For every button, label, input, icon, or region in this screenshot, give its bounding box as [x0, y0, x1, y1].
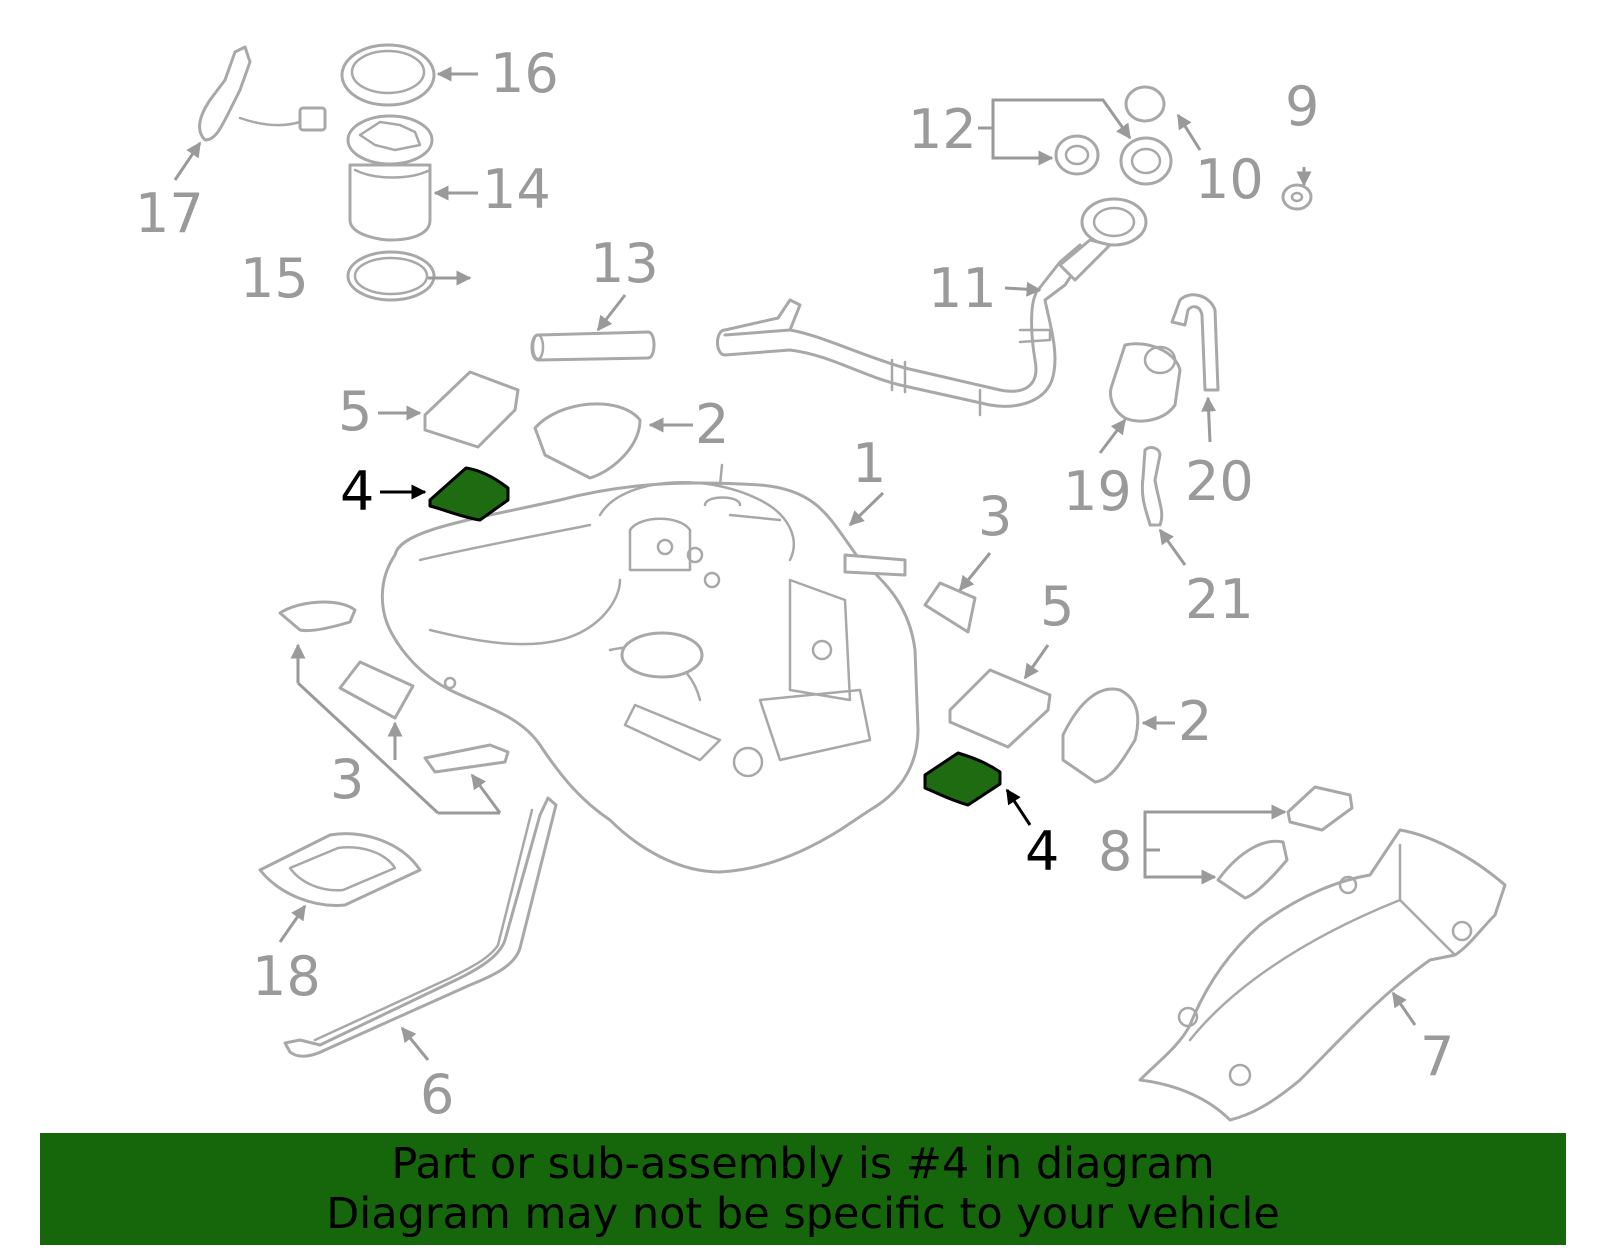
callout-15: 15: [240, 247, 309, 310]
callout-21: 21: [1185, 568, 1254, 631]
insulator-part-8-lower[interactable]: [1216, 839, 1289, 900]
callout-16: 16: [490, 42, 559, 105]
grommet-part-9-hole: [1290, 191, 1304, 203]
seal-part-12-a[interactable]: [1054, 134, 1100, 176]
callout-4-right: 4: [1025, 820, 1059, 883]
leader-lines: [173, 66, 1417, 1061]
insulator-part-3-left-top[interactable]: [278, 600, 357, 632]
insulator-part-3-upper-right[interactable]: [923, 581, 977, 634]
callout-6: 6: [420, 1063, 454, 1126]
callout-10: 10: [1195, 148, 1264, 211]
callout-7: 7: [1420, 1025, 1454, 1088]
o-ring-part-10[interactable]: [1124, 85, 1166, 123]
callout-13: 13: [590, 232, 659, 295]
insulator-part-3-left-low[interactable]: [423, 743, 510, 774]
insulator-part-8-upper[interactable]: [1286, 785, 1354, 832]
callout-20: 20: [1185, 450, 1254, 513]
callout-numbers: 1 2 2 3 3 3 4 4 5 5 6 7 8 9 10 11 12 13 …: [135, 42, 1454, 1126]
callout-8: 8: [1098, 820, 1132, 883]
heat-shield-part-7[interactable]: [1138, 828, 1507, 1122]
fuel-pump-part-14[interactable]: [346, 114, 434, 242]
callout-4-upper: 4: [340, 460, 374, 523]
tank-strap-inner-line: [313, 808, 534, 1042]
insulator-part-3-left-mid[interactable]: [338, 660, 415, 720]
callout-19: 19: [1063, 460, 1132, 523]
filler-pipe-part-11[interactable]: [716, 197, 1148, 417]
fuel-gauge-sender-part-17[interactable]: [198, 45, 327, 142]
tank-strap-part-6[interactable]: [283, 796, 558, 1058]
heat-shield-bolt-hole-2: [1228, 1063, 1252, 1087]
callout-11: 11: [928, 257, 997, 320]
callout-9: 9: [1285, 75, 1319, 138]
part-info-banner: Part or sub-assembly is #4 in diagram Di…: [40, 1133, 1566, 1245]
callout-2-upper: 2: [695, 393, 729, 456]
seal-part-12-b[interactable]: [1119, 136, 1173, 186]
hose-part-21[interactable]: [1140, 446, 1164, 527]
insulator-part-4-right[interactable]: [923, 751, 1002, 807]
grommet-part-9[interactable]: [1281, 183, 1313, 211]
heat-shield-bolt-hole-1: [1177, 1006, 1199, 1028]
hose-part-13[interactable]: [530, 330, 656, 362]
insulator-part-2-upper[interactable]: [533, 402, 642, 480]
heat-shield-bolt-hole-3: [1338, 875, 1358, 895]
insulator-part-5-upper[interactable]: [423, 370, 520, 449]
heat-shield-ridge: [1188, 843, 1457, 1042]
callout-3-right: 3: [978, 485, 1012, 548]
callout-3-left: 3: [330, 748, 364, 811]
banner-line-disclaimer: Diagram may not be specific to your vehi…: [326, 1189, 1280, 1239]
callout-2-right: 2: [1178, 690, 1212, 753]
hose-part-20[interactable]: [1170, 293, 1220, 392]
callout-5-upper: 5: [338, 380, 372, 443]
callout-17: 17: [135, 182, 204, 245]
insulator-part-5-right[interactable]: [948, 668, 1052, 749]
bracket-part-19[interactable]: [1109, 342, 1182, 423]
callout-14: 14: [482, 158, 551, 221]
heat-shield-bolt-hole-4: [1451, 920, 1473, 942]
lock-ring-part-16[interactable]: [340, 43, 436, 107]
callout-5-right: 5: [1040, 575, 1074, 638]
seal-ring-part-15[interactable]: [346, 250, 436, 302]
fuel-tank-part-1[interactable]: [380, 463, 920, 874]
seal-part-12-a-inner: [1064, 144, 1090, 166]
callout-12: 12: [908, 98, 977, 161]
insulator-part-2-right[interactable]: [1061, 687, 1140, 784]
callout-18: 18: [252, 945, 321, 1008]
insulator-part-4-upper[interactable]: [428, 466, 510, 522]
seal-part-12-b-inner: [1130, 147, 1162, 175]
service-plate-part-18[interactable]: [258, 832, 422, 907]
banner-line-part-number: Part or sub-assembly is #4 in diagram: [391, 1139, 1215, 1189]
callout-1: 1: [852, 432, 886, 495]
